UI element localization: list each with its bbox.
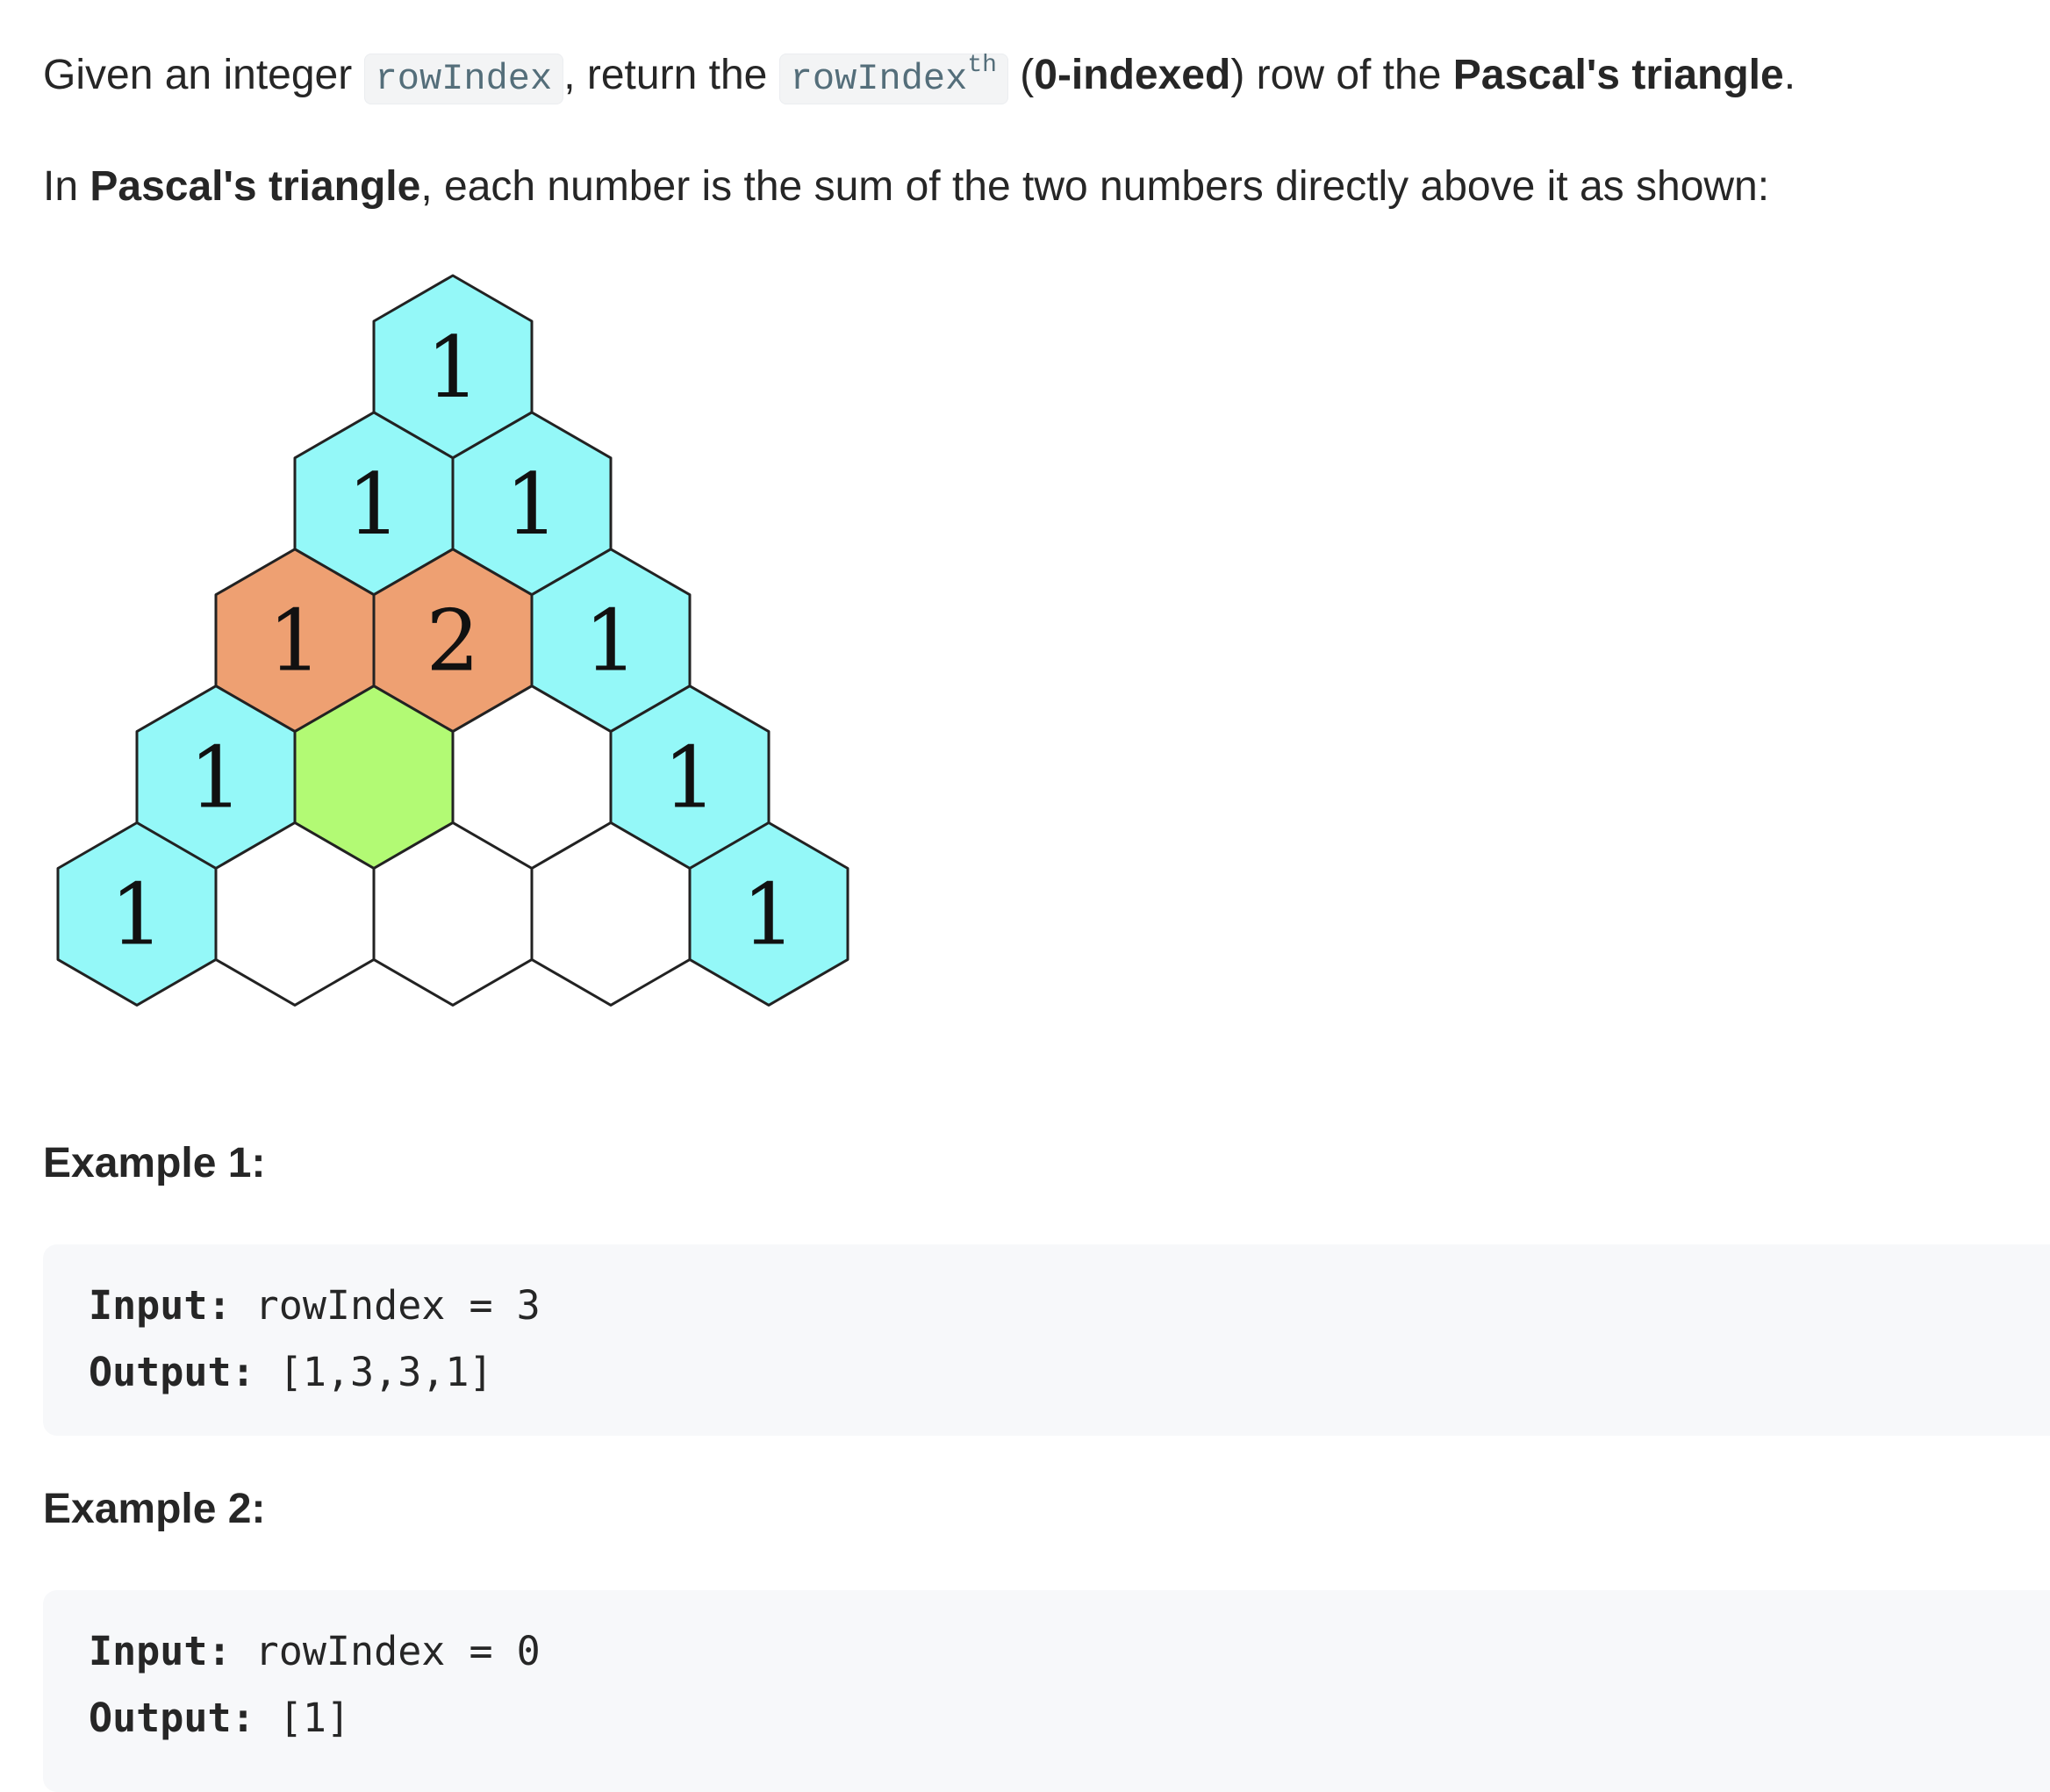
example-1-output-label: Output:	[89, 1349, 255, 1395]
hex-cell-r4-c4	[688, 821, 849, 1007]
triangle-description: In Pascal's triangle, each number is the…	[43, 161, 1769, 213]
text-open-paren: (	[1007, 52, 1035, 98]
code-rowindex-th-base: rowIndex	[790, 58, 968, 100]
hex-label-r2-c2: 1	[584, 592, 637, 691]
example-1-block: Input: rowIndex = 3 Output: [1,3,3,1]	[43, 1244, 2050, 1436]
text-period: .	[1783, 52, 1796, 98]
text-pascals-triangle: Pascal's triangle	[1452, 52, 1784, 98]
example-1-input-value: rowIndex = 3	[231, 1282, 541, 1329]
text-row-of-the: ) row of the	[1230, 52, 1453, 98]
hex-label-r4-c4: 1	[742, 866, 795, 964]
superscript-th: th	[967, 52, 997, 79]
code-rowindex-th: rowIndexth	[778, 52, 1008, 104]
example-2-output-label: Output:	[89, 1695, 255, 1741]
text-zero-indexed: 0-indexed	[1034, 52, 1231, 98]
example-2-output-value: [1]	[254, 1695, 351, 1741]
hex-label-r2-c1: 2	[426, 592, 479, 691]
example-2-block: Input: rowIndex = 0 Output: [1]	[43, 1590, 2050, 1792]
example-2-output-line: Output: [1]	[89, 1685, 2050, 1752]
example-1-input-label: Input:	[89, 1282, 232, 1329]
example-1-output-line: Output: [1,3,3,1]	[89, 1339, 2050, 1406]
text-given: Given an integer	[43, 52, 364, 98]
text-pascals-triangle-bold: Pascal's triangle	[90, 163, 421, 210]
hex-label-r1-c1: 1	[505, 455, 558, 554]
hex-label-r3-c0: 1	[189, 729, 242, 828]
example-2-heading: Example 2:	[43, 1486, 266, 1532]
hex-label-r3-c3: 1	[663, 729, 716, 828]
text-description-rest: , each number is the sum of the two numb…	[420, 163, 1770, 210]
text-in: In	[43, 163, 90, 210]
example-1-input-line: Input: rowIndex = 3	[89, 1272, 2050, 1339]
hex-label-r4-c0: 1	[110, 866, 163, 964]
hex-label-r1-c0: 1	[347, 455, 400, 554]
code-rowindex: rowIndex	[363, 54, 564, 104]
example-2-input-label: Input:	[89, 1628, 232, 1674]
example-1-heading: Example 1:	[43, 1140, 266, 1186]
text-return-the: , return the	[563, 52, 779, 98]
hex-label-r2-c0: 1	[268, 592, 321, 691]
example-2-input-line: Input: rowIndex = 0	[89, 1618, 2050, 1685]
example-2-input-value: rowIndex = 0	[231, 1628, 541, 1674]
example-1-output-value: [1,3,3,1]	[254, 1349, 493, 1395]
problem-statement: Given an integer rowIndex, return the ro…	[43, 49, 1796, 105]
hex-label-r0-c0: 1	[426, 319, 479, 417]
